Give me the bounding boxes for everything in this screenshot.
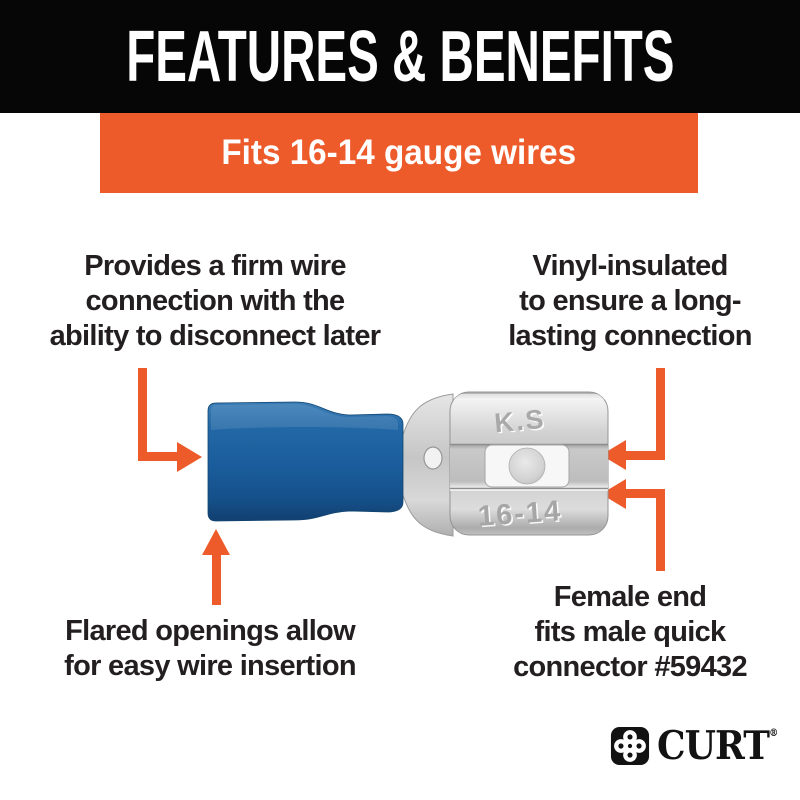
body-dimple [508,447,546,485]
callout-firm-connection: Provides a firm wire connection with the… [49,250,381,352]
arrow-top-left-head-icon [177,442,202,472]
curt-emblem-icon [610,726,650,766]
flare-hole [423,446,443,470]
svg-text:16-14: 16-14 [479,496,565,534]
terminal-flare [400,393,454,537]
header-bar: FEATURES & BENEFITS [0,0,800,113]
arrow-top-right-horizontal [622,451,665,460]
arrow-bottom-up-head-icon [202,529,230,555]
callout-vinyl-insulated: Vinyl-insulated to ensure a long- lastin… [508,250,752,352]
arrow-top-left-horizontal [138,452,182,461]
terminal-metal-body: K.S K.S 16-14 16-14 [449,391,609,536]
gauge-banner-text: Fits 16-14 gauge wires [221,133,577,172]
stamp-bottom-text: 16-14 [477,495,563,533]
arrow-top-left-vertical [138,368,147,458]
registered-trademark: ® [769,728,778,739]
terminal-product-image: K.S K.S 16-14 16-14 [207,391,609,537]
stamp-top-text: K.S [493,404,546,438]
brand-logo: CURT® [610,725,788,767]
stamp-top: K.S K.S [493,404,548,440]
stamp-bottom: 16-14 16-14 [477,495,565,534]
gauge-banner: Fits 16-14 gauge wires [100,113,698,193]
callout-female-end: Female end fits male quick connector #59… [513,581,748,683]
callout-flared-openings: Flared openings allow for easy wire inse… [64,615,356,682]
svg-text:K.S: K.S [495,405,548,439]
arrow-bottom-right-horizontal [622,489,665,498]
arrow-bottom-up-vertical [212,554,221,605]
brand-wordmark: CURT® [657,723,778,769]
arrow-bottom-right-vertical [656,489,665,571]
brand-name: CURT [657,723,770,769]
terminal-blue-sleeve [207,401,404,522]
page-title: FEATURES & BENEFITS [125,16,675,97]
arrow-top-right-vertical [656,368,665,458]
